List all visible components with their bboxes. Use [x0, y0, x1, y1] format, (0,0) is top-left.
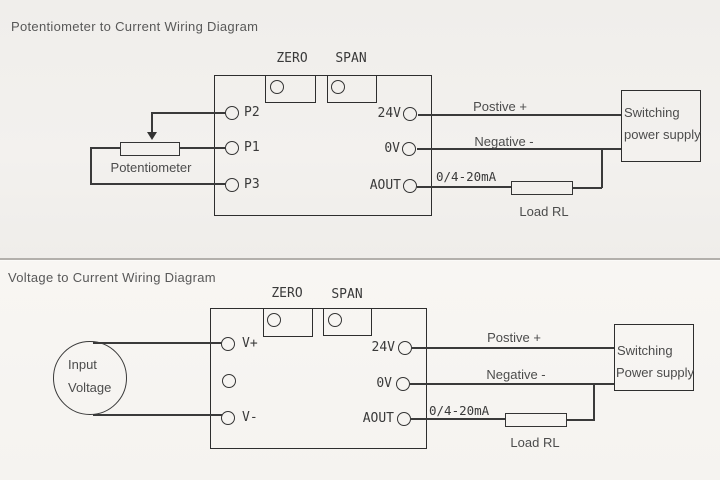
psu-label-line1-2: Switching: [617, 343, 673, 358]
bottom-diagram-title: Voltage to Current Wiring Diagram: [8, 270, 216, 285]
section-divider-highlight: [0, 260, 720, 261]
wire-wiper-drop: [151, 112, 153, 133]
output-range-label-2: 0/4-20mA: [429, 403, 490, 418]
wire-load-right: [573, 187, 602, 189]
output-range-label: 0/4-20mA: [436, 169, 497, 184]
terminal-aout-label-2: AOUT: [362, 411, 394, 426]
terminal-mid-circle: [222, 374, 236, 388]
terminal-aout-label: AOUT: [369, 178, 401, 193]
zero-trimmer-box: [265, 75, 316, 103]
switching-psu-box-2: [614, 324, 694, 391]
wire-positive: [418, 114, 621, 116]
terminal-p1-label: P1: [244, 140, 260, 155]
wire-negative: [417, 148, 621, 150]
potentiometer-body: [120, 142, 180, 156]
terminal-0v-label-2: 0V: [376, 376, 392, 391]
psu-label-line2-2: Power supply: [616, 365, 695, 380]
span-trimmer-screw: [331, 80, 345, 94]
wire-p3: [90, 183, 226, 185]
wire-load-right-2: [567, 419, 595, 421]
span-label-2: SPAN: [331, 287, 363, 302]
zero-label: ZERO: [276, 51, 308, 66]
terminal-vplus-label: V+: [242, 336, 258, 351]
terminal-24v-circle-2: [398, 341, 412, 355]
terminal-p3-circle: [225, 178, 239, 192]
terminal-vminus-label: V-: [242, 410, 258, 425]
terminal-aout-circle: [403, 179, 417, 193]
wire-vminus: [93, 414, 222, 416]
zero-trimmer-screw-2: [267, 313, 281, 327]
load-label-2: Load RL: [510, 435, 560, 450]
span-trimmer-box-2: [323, 308, 372, 336]
wire-pot-left: [90, 147, 120, 149]
negative-wire-label: Negative -: [474, 134, 534, 149]
terminal-p3-label: P3: [244, 177, 260, 192]
terminal-0v-circle: [402, 142, 416, 156]
psu-label-line2: power supply: [624, 127, 701, 142]
terminal-aout-circle-2: [397, 412, 411, 426]
span-trimmer-box: [327, 75, 377, 103]
top-diagram-title: Potentiometer to Current Wiring Diagram: [11, 19, 259, 34]
terminal-0v-circle-2: [396, 377, 410, 391]
converter-module-box-2: [210, 308, 427, 449]
psu-label-line1: Switching: [624, 105, 680, 120]
input-voltage-line1: Input: [68, 357, 97, 372]
zero-trimmer-screw: [270, 80, 284, 94]
wire-load-branch-2: [593, 383, 595, 420]
terminal-p2-label: P2: [244, 105, 260, 120]
wire-negative-2: [410, 383, 614, 385]
positive-wire-label-2: Postive +: [487, 330, 541, 345]
wiper-arrow-icon: [147, 132, 157, 140]
negative-wire-label-2: Negative -: [486, 367, 546, 382]
terminal-vminus-circle: [221, 411, 235, 425]
load-label: Load RL: [519, 204, 569, 219]
wire-vplus: [93, 342, 222, 344]
switching-psu-box: [621, 90, 701, 162]
wire-aout-2: [411, 418, 505, 420]
zero-label-2: ZERO: [271, 286, 303, 301]
terminal-vplus-circle: [221, 337, 235, 351]
terminal-0v-label: 0V: [384, 141, 400, 156]
span-label: SPAN: [335, 51, 367, 66]
input-voltage-line2: Voltage: [68, 380, 112, 395]
zero-trimmer-box-2: [263, 308, 313, 337]
input-voltage-source: [53, 341, 127, 415]
terminal-24v-circle: [403, 107, 417, 121]
section-divider: [0, 258, 720, 260]
converter-module-box: [214, 75, 432, 216]
potentiometer-label: Potentiometer: [110, 160, 192, 175]
terminal-24v-label-2: 24V: [371, 340, 395, 355]
positive-wire-label: Postive +: [473, 99, 527, 114]
terminal-p2-circle: [225, 106, 239, 120]
load-resistor-2: [505, 413, 567, 427]
wire-positive-2: [412, 347, 614, 349]
terminal-24v-label: 24V: [377, 106, 401, 121]
terminal-p1-circle: [225, 141, 239, 155]
wire-left-down: [90, 147, 92, 184]
load-resistor: [511, 181, 573, 195]
span-trimmer-screw-2: [328, 313, 342, 327]
wire-p1: [180, 147, 226, 149]
wire-aout: [417, 186, 511, 188]
wire-load-branch: [601, 148, 603, 188]
wire-p2: [153, 112, 226, 114]
